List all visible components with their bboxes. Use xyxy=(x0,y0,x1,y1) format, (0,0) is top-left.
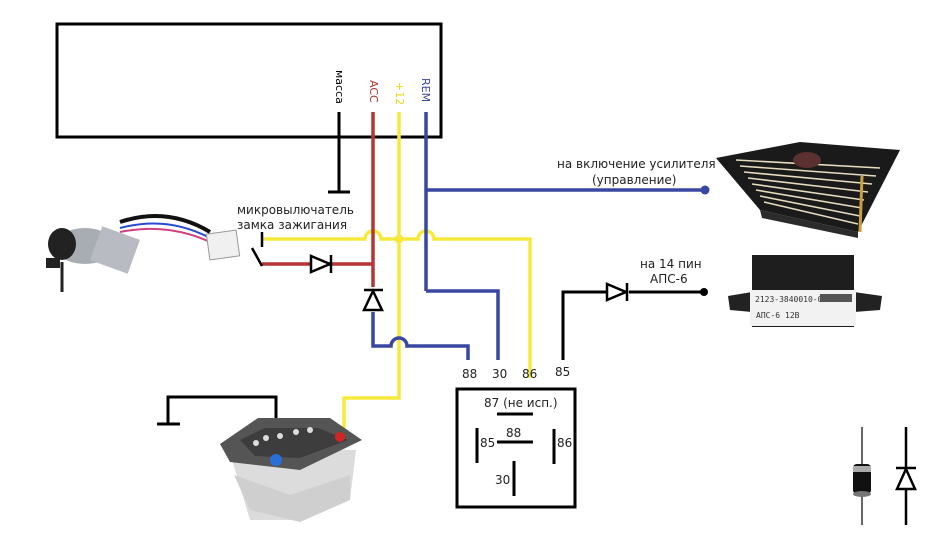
amp-label-2: (управление) xyxy=(592,173,676,187)
aps6-voltage: 12В xyxy=(785,311,800,320)
aps6-part-number: 2123-3840010-03 xyxy=(755,295,827,304)
diode-component-image xyxy=(853,427,871,525)
diode-acc-switch xyxy=(309,254,334,274)
terminal-label-ground: масса xyxy=(333,70,346,104)
aps-label-1: на 14 пин xyxy=(640,257,702,271)
relay-label-86: 86 xyxy=(557,436,572,450)
microswitch-symbol xyxy=(250,232,264,267)
relay-label-88: 88 xyxy=(506,426,521,440)
amp-remote-terminal xyxy=(700,185,710,195)
amp-label-1: на включение усилителя xyxy=(557,157,716,171)
amplifier-image xyxy=(716,142,900,238)
diode-acc-rem xyxy=(362,288,384,312)
relay-label-85: 85 xyxy=(480,436,495,450)
plus12-junction xyxy=(394,234,404,244)
head-unit-box xyxy=(55,22,443,139)
battery-image xyxy=(220,418,362,522)
relay-label-87: 87 (не исп.) xyxy=(484,396,558,410)
terminal-label-acc: ACC xyxy=(367,80,380,103)
ground-wire xyxy=(328,112,350,194)
diode-aps xyxy=(605,282,630,302)
relay-pin-86: 86 xyxy=(522,367,537,381)
aps6-module-image: 2123-3840010-03 АПС-6 12В xyxy=(728,255,882,327)
ignition-switch-image xyxy=(46,214,241,292)
microswitch-label-2: замка зажигания xyxy=(237,218,347,232)
battery-positive-terminal xyxy=(335,432,345,442)
relay-label-30: 30 xyxy=(495,473,510,487)
battery-negative-terminal xyxy=(270,454,282,466)
aps-label-2: АПС-6 xyxy=(650,272,688,286)
relay-pin-88: 88 xyxy=(462,367,477,381)
plus12-wire xyxy=(262,112,532,438)
relay: 87 (не исп.) 88 85 86 30 xyxy=(455,387,577,509)
rem-wire xyxy=(371,112,705,360)
aps-pin-terminal xyxy=(700,288,708,296)
microswitch-label-1: микровылючатель xyxy=(237,203,354,217)
diode-symbol-legend xyxy=(895,427,917,525)
terminal-label-rem: REM xyxy=(419,78,432,102)
aps6-model: АПС-6 xyxy=(756,311,780,320)
relay-pin-30: 30 xyxy=(492,367,507,381)
relay-pin-85: 85 xyxy=(555,365,570,379)
aps-control-wire xyxy=(561,290,703,360)
terminal-label-plus12: +12 xyxy=(393,82,406,105)
